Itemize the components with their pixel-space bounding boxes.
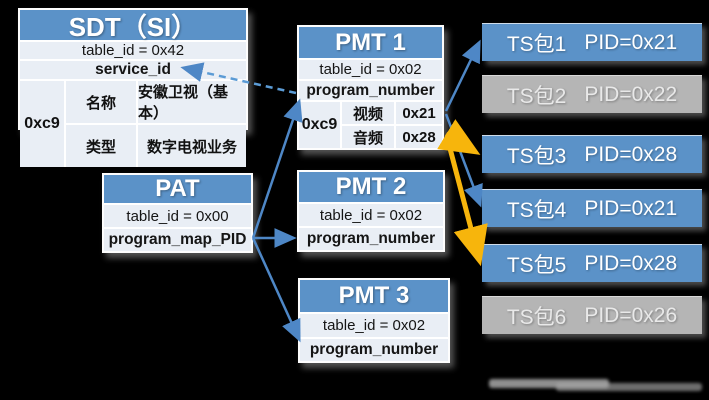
ts-packet-pid: PID=0x21 <box>584 196 678 220</box>
arrow-pmt1-audio-to-ts3 <box>437 119 481 155</box>
watermark <box>556 383 702 391</box>
pmt1-video-label: 视频 <box>342 102 394 124</box>
ts-packet-label: TS包1 <box>506 32 567 56</box>
pmt1-row-table-id: table_id = 0x02 <box>299 60 442 81</box>
arrow-pat-to-pmt1 <box>251 98 303 239</box>
pmt1-audio-pid: 0x28 <box>396 126 442 148</box>
ts-packet-label: TS包4 <box>506 198 567 222</box>
ts-packet-1: TS包1 PID=0x21 <box>482 23 702 61</box>
pat-row-table-id: table_id = 0x00 <box>104 205 251 229</box>
sdt-table: SDT（SI） table_id = 0x42 service_id 0xc9 … <box>18 8 248 167</box>
ts-packet-5: TS包5 PID=0x28 <box>482 244 702 282</box>
pmt3-title: PMT 3 <box>300 280 448 314</box>
arrow-pmt1-video-to-ts4 <box>444 113 483 208</box>
pmt1-row-program-number: program_number <box>299 81 442 102</box>
pmt1-audio-label: 音频 <box>342 126 394 148</box>
ts-packet-2: TS包2 PID=0x22 <box>482 75 702 113</box>
ts-packet-pid: PID=0x21 <box>584 30 678 54</box>
ts-packet-pid: PID=0x26 <box>584 303 678 327</box>
sdt-service-key: 0xc9 <box>20 81 64 167</box>
pmt3-row-program-number: program_number <box>300 338 448 361</box>
ts-packet-4: TS包4 PID=0x21 <box>482 189 702 227</box>
pmt2-table: PMT 2 table_id = 0x02 program_number <box>297 170 445 252</box>
sdt-title: SDT（SI） <box>20 10 246 42</box>
sdt-row-service-id: service_id <box>20 61 246 81</box>
pmt1-table: PMT 1 table_id = 0x02 program_number 0xc… <box>297 25 444 150</box>
ts-packet-label: TS包2 <box>506 84 567 108</box>
sdt-type-label: 类型 <box>66 125 136 167</box>
ts-packet-label: TS包5 <box>506 253 567 277</box>
arrow-pat-to-pmt3 <box>251 237 301 343</box>
sdt-type-value: 数字电视业务 <box>138 125 246 167</box>
pmt3-table: PMT 3 table_id = 0x02 program_number <box>298 278 450 363</box>
sdt-name-label: 名称 <box>66 81 136 123</box>
pmt1-detail-grid: 0xc9 视频 0x21 音频 0x28 <box>299 102 442 148</box>
ts-packet-label: TS包6 <box>506 305 567 329</box>
pat-title: PAT <box>104 175 251 205</box>
ts-packet-pid: PID=0x28 <box>584 142 678 166</box>
pmt2-row-table-id: table_id = 0x02 <box>299 204 443 228</box>
sdt-name-value: 安徽卫视（基本） <box>138 81 246 123</box>
arrow-pmt1-audio-to-ts5 <box>444 136 488 267</box>
sdt-row-table-id: table_id = 0x42 <box>20 42 246 61</box>
pmt1-video-pid: 0x21 <box>396 102 442 124</box>
pmt1-program-key: 0xc9 <box>299 102 340 148</box>
ts-packet-3: TS包3 PID=0x28 <box>482 135 702 173</box>
ts-packet-label: TS包3 <box>506 144 567 168</box>
pmt2-row-program-number: program_number <box>299 228 443 250</box>
pat-row-program-map-pid: program_map_PID <box>104 229 251 251</box>
watermark <box>489 379 609 388</box>
ts-packet-pid: PID=0x28 <box>584 251 678 275</box>
pmt2-title: PMT 2 <box>299 172 443 204</box>
pat-table: PAT table_id = 0x00 program_map_PID <box>102 173 253 253</box>
pmt3-row-table-id: table_id = 0x02 <box>300 314 448 339</box>
pmt1-title: PMT 1 <box>299 27 442 60</box>
ts-packet-pid: PID=0x22 <box>584 82 678 106</box>
sdt-detail-grid: 0xc9 名称 安徽卫视（基本） 类型 数字电视业务 <box>20 81 246 167</box>
ts-packet-6: TS包6 PID=0x26 <box>482 296 702 334</box>
arrow-pmt1-video-to-ts1 <box>444 39 481 112</box>
